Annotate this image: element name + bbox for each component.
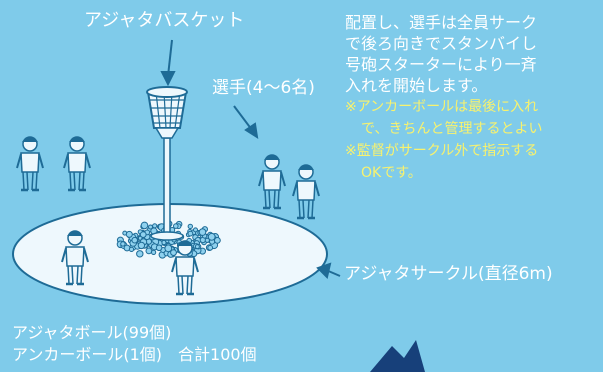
balls-label-line2: アンカーボール(1個) 合計100個 bbox=[12, 345, 257, 365]
ball bbox=[193, 227, 198, 233]
ball bbox=[139, 231, 147, 239]
description-line: 号砲スターターにより一斉 bbox=[345, 55, 537, 74]
ball bbox=[207, 232, 216, 241]
ball bbox=[151, 249, 157, 255]
player-3 bbox=[257, 153, 287, 210]
ball bbox=[187, 223, 194, 230]
basket-pole bbox=[163, 137, 171, 237]
description-line: で後ろ向きでスタンバイし bbox=[345, 34, 538, 53]
player-1 bbox=[15, 135, 45, 192]
ball bbox=[207, 244, 214, 251]
arrow-circle bbox=[316, 262, 341, 279]
ball bbox=[155, 244, 163, 252]
ball bbox=[187, 230, 194, 237]
basket bbox=[146, 86, 188, 139]
note-coach-cont: OKです。 bbox=[361, 165, 422, 181]
arrow-players bbox=[233, 105, 259, 140]
ball bbox=[198, 228, 207, 236]
ball bbox=[137, 241, 146, 250]
ball bbox=[214, 237, 221, 244]
balls-label: アジャタボール(99個) アンカーボール(1個) 合計100個 bbox=[12, 322, 257, 367]
note-anchor-ball: ※アンカーボールは最後に入れ bbox=[345, 99, 539, 115]
description-line: 配置し、選手は全員サーク bbox=[345, 13, 538, 32]
basket-label: アジャタバスケット bbox=[84, 10, 245, 31]
ball bbox=[140, 221, 149, 230]
players-label: 選手(4〜6名) bbox=[212, 78, 315, 98]
balls-label-line1: アジャタボール(99個) bbox=[12, 323, 172, 342]
player-2 bbox=[62, 135, 92, 192]
description-text: 配置し、選手は全員サーク で後ろ向きでスタンバイし 号砲スターターにより一斉 入… bbox=[345, 12, 603, 184]
circle-label: アジャタサークル(直径6m) bbox=[344, 264, 553, 284]
description-line: 入れを開始します。 bbox=[345, 76, 488, 95]
note-coach: ※監督がサークル外で指示する bbox=[345, 143, 539, 159]
ball bbox=[164, 244, 173, 253]
pole-base bbox=[150, 231, 184, 241]
ball bbox=[194, 244, 200, 250]
ball bbox=[136, 250, 144, 258]
arrow-basket bbox=[160, 39, 176, 87]
player-4 bbox=[291, 163, 321, 220]
ball bbox=[170, 249, 177, 257]
ball bbox=[128, 246, 135, 252]
ball bbox=[131, 236, 138, 244]
ball bbox=[173, 223, 179, 229]
corner-chevron-icon bbox=[370, 340, 425, 372]
note-anchor-ball-cont: で、きちんと管理するとよい bbox=[361, 121, 543, 137]
ball bbox=[120, 241, 126, 247]
ball bbox=[145, 247, 153, 255]
ball bbox=[152, 223, 158, 229]
ball bbox=[125, 230, 133, 238]
